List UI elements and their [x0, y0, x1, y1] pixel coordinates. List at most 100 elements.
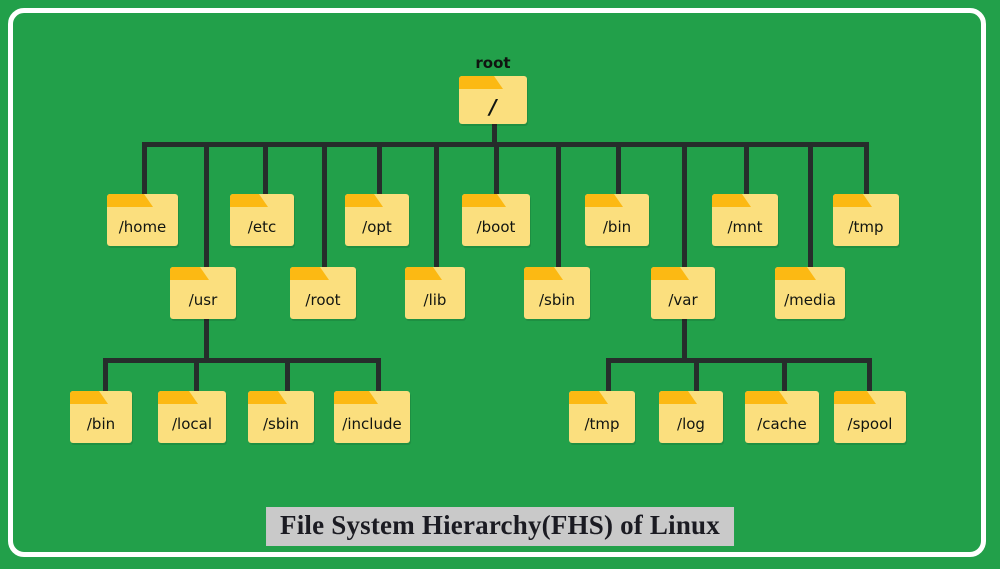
folder-tab-icon	[775, 267, 817, 280]
node-root[interactable]: root /	[459, 54, 527, 124]
node-var-log[interactable]: /log	[659, 391, 723, 443]
node-usr-bin[interactable]: /bin	[70, 391, 132, 443]
connector-drop-etc	[263, 142, 268, 200]
connector-usr-drop-local	[194, 358, 199, 397]
node-label: /log	[677, 414, 705, 433]
node-mnt[interactable]: /mnt	[712, 194, 778, 246]
node-label: /bin	[86, 414, 116, 433]
folder-tab-icon	[585, 194, 625, 207]
node-label: /bin	[602, 217, 632, 236]
connector-drop-opt	[377, 142, 382, 200]
connector-drop-mnt	[744, 142, 749, 200]
folder-icon-etc: /etc	[230, 194, 294, 246]
node-label: /mnt	[727, 217, 763, 236]
node-label: /usr	[188, 290, 218, 309]
node-usr-include[interactable]: /include	[334, 391, 410, 443]
node-label: /lib	[423, 290, 447, 309]
folder-tab-icon	[462, 194, 507, 207]
folder-tab-icon	[334, 391, 378, 404]
connector-var-stem	[682, 315, 687, 363]
folder-tab-icon	[70, 391, 107, 404]
folder-icon-usr-bin: /bin	[70, 391, 132, 443]
node-var-tmp[interactable]: /tmp	[569, 391, 635, 443]
folder-icon-var-spool: /spool	[834, 391, 906, 443]
node-label: /home	[118, 217, 167, 236]
connector-drop-bin	[616, 142, 621, 200]
connector-var-drop-log	[694, 358, 699, 397]
folder-tab-icon	[405, 267, 442, 280]
node-opt[interactable]: /opt	[345, 194, 409, 246]
folder-icon-opt: /opt	[345, 194, 409, 246]
folder-icon-home: /home	[107, 194, 178, 246]
connector-main-bus	[142, 142, 869, 147]
folder-icon-root: /	[459, 76, 527, 124]
folder-tab-icon	[833, 194, 873, 207]
folder-icon-var-cache: /cache	[745, 391, 819, 443]
connector-var-drop-cache	[782, 358, 787, 397]
folder-icon-usr-sbin: /sbin	[248, 391, 314, 443]
connector-usr-stem	[204, 315, 209, 363]
node-rootdir[interactable]: /root	[290, 267, 356, 319]
connector-drop-tmp	[864, 142, 869, 200]
connector-usr-drop-include	[376, 358, 381, 397]
folder-icon-mnt: /mnt	[712, 194, 778, 246]
folder-icon-usr-include: /include	[334, 391, 410, 443]
diagram-title-banner: File System Hierarchy(FHS) of Linux	[266, 507, 734, 546]
connector-usr-drop-sbin	[285, 358, 290, 397]
node-label: /sbin	[538, 290, 576, 309]
node-media[interactable]: /media	[775, 267, 845, 319]
connector-drop-home	[142, 142, 147, 200]
node-tmp[interactable]: /tmp	[833, 194, 899, 246]
folder-tab-icon	[107, 194, 153, 207]
node-label: /root	[305, 290, 341, 309]
node-label: /media	[784, 290, 836, 309]
node-etc[interactable]: /etc	[230, 194, 294, 246]
folder-icon-var: /var	[651, 267, 715, 319]
root-caption-label: root	[475, 54, 511, 72]
node-bin[interactable]: /bin	[585, 194, 649, 246]
folder-icon-lib: /lib	[405, 267, 465, 319]
node-boot[interactable]: /boot	[462, 194, 530, 246]
node-home[interactable]: /home	[107, 194, 178, 246]
folder-tab-icon	[569, 391, 609, 404]
folder-tab-icon	[712, 194, 752, 207]
node-usr-sbin[interactable]: /sbin	[248, 391, 314, 443]
node-var[interactable]: /var	[651, 267, 715, 319]
node-label: /cache	[757, 414, 807, 433]
folder-tab-icon	[459, 76, 504, 89]
folder-tab-icon	[158, 391, 199, 404]
node-label: /local	[171, 414, 212, 433]
folder-icon-sbin: /sbin	[524, 267, 590, 319]
node-lib[interactable]: /lib	[405, 267, 465, 319]
node-label: /boot	[476, 217, 516, 236]
connector-usr-bus	[103, 358, 381, 363]
folder-tab-icon	[170, 267, 210, 280]
folder-icon-var-tmp: /tmp	[569, 391, 635, 443]
node-label: /spool	[847, 414, 893, 433]
connector-drop-sbin	[556, 142, 561, 273]
folder-tab-icon	[290, 267, 330, 280]
folder-tab-icon	[651, 267, 691, 280]
node-usr[interactable]: /usr	[170, 267, 236, 319]
node-sbin[interactable]: /sbin	[524, 267, 590, 319]
connector-drop-boot	[494, 142, 499, 200]
folder-tab-icon	[834, 391, 877, 404]
folder-tab-icon	[230, 194, 270, 207]
node-label: /var	[668, 290, 698, 309]
folder-icon-media: /media	[775, 267, 845, 319]
node-label: /	[489, 94, 497, 119]
folder-tab-icon	[659, 391, 699, 404]
connector-drop-rootdir	[322, 142, 327, 273]
folder-icon-usr-local: /local	[158, 391, 226, 443]
node-var-cache[interactable]: /cache	[745, 391, 819, 443]
node-label: /tmp	[848, 217, 884, 236]
node-var-spool[interactable]: /spool	[834, 391, 906, 443]
folder-icon-var-log: /log	[659, 391, 723, 443]
connector-drop-var	[682, 142, 687, 273]
folder-tab-icon	[745, 391, 789, 404]
connector-var-bus	[606, 358, 872, 363]
folder-icon-usr: /usr	[170, 267, 236, 319]
node-label: /opt	[362, 217, 392, 236]
node-usr-local[interactable]: /local	[158, 391, 226, 443]
